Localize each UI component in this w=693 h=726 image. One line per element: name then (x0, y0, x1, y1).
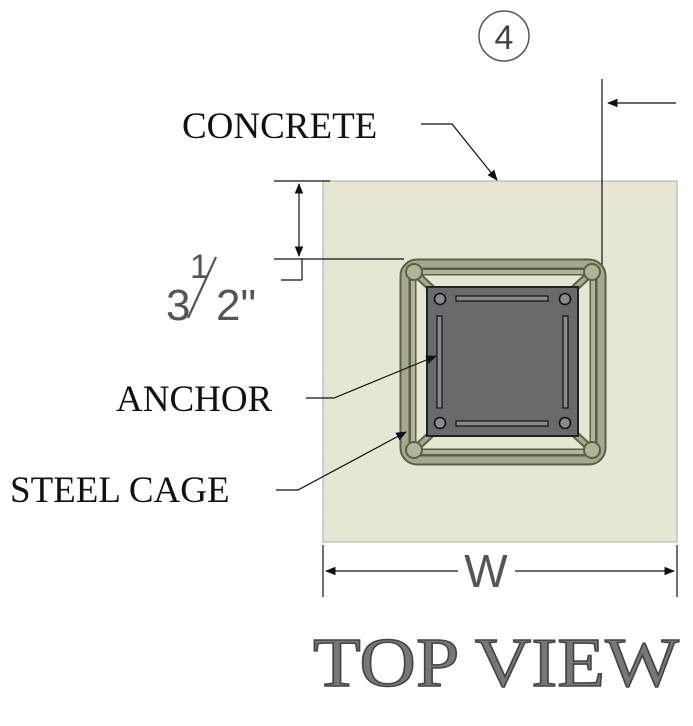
cover-dimension-label: 3 1 2" (166, 248, 256, 330)
detail-number: 4 (495, 19, 514, 57)
steel-cage-leader (276, 431, 407, 491)
dimension-numerator: 1 (190, 248, 209, 286)
cover-dimension (274, 180, 404, 281)
concrete-leader (421, 123, 498, 181)
dimension-whole: 3 (166, 281, 190, 330)
anchor-leader (306, 355, 437, 399)
width-label: W (464, 545, 508, 597)
anchor-label: ANCHOR (116, 379, 273, 420)
view-title: TOP VIEW (313, 625, 679, 702)
anchor-plate (426, 286, 579, 437)
detail-bubble: 4 (478, 10, 530, 62)
concrete-label: CONCRETE (182, 106, 377, 147)
steel-cage-label: STEEL CAGE (10, 470, 230, 511)
dimension-denominator: 2" (216, 281, 256, 330)
width-dimension: W (322, 545, 678, 597)
right-dimension (601, 79, 676, 265)
